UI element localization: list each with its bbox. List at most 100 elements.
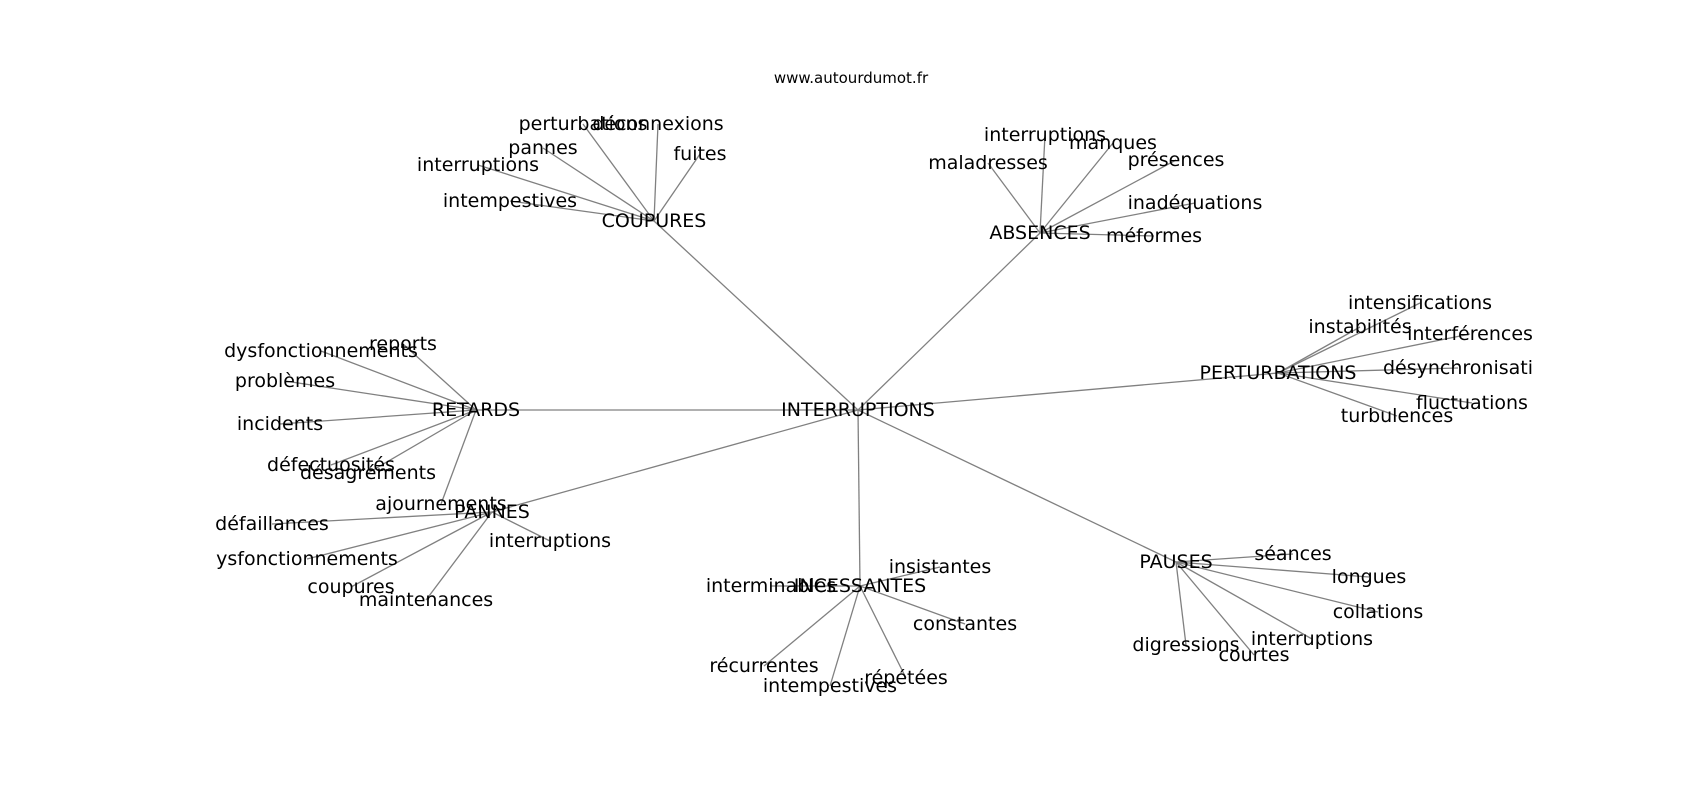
- edge-cluster-to-leaf: [1277, 372, 1473, 404]
- edge-center-to-cluster: [857, 232, 1041, 411]
- edge-cluster-to-leaf: [1175, 561, 1313, 640]
- leaf-node-label: courtes: [1219, 644, 1290, 666]
- leaf-node-label: insistantes: [889, 556, 992, 578]
- leaf-node-label: inadéquations: [1128, 192, 1263, 214]
- leaf-node-label: interruptions: [417, 154, 539, 176]
- leaf-node-label: interruptions: [984, 124, 1106, 146]
- edge-center-to-cluster: [857, 409, 1177, 563]
- leaf-node-label: défectuosités: [267, 454, 395, 476]
- leaf-node-label: interruptions: [489, 530, 611, 552]
- leaf-node-label: interminables: [706, 575, 836, 597]
- leaf-node-label: déconnexions: [592, 113, 723, 135]
- edge-cluster-to-leaf: [987, 162, 1041, 234]
- leaf-node-label: fluctuations: [1416, 392, 1528, 414]
- leaf-node-label: désagréments: [300, 462, 436, 484]
- edge-cluster-to-leaf: [477, 164, 655, 222]
- leaf-node-label: instabilités: [1308, 316, 1411, 338]
- edge-cluster-to-leaf: [859, 566, 941, 587]
- leaf-node-label: maintenances: [359, 589, 493, 611]
- edge-cluster-to-leaf: [1277, 367, 1459, 374]
- leaf-node-label: collations: [1333, 601, 1424, 623]
- leaf-node-label: défaillances: [215, 513, 329, 535]
- edge-cluster-to-leaf: [763, 585, 861, 667]
- leaf-node-label: ajournements: [375, 493, 506, 515]
- leaf-node-label: présences: [1128, 149, 1225, 171]
- edge-center-to-cluster: [857, 372, 1279, 411]
- cluster-node-label: ABSENCES: [989, 222, 1090, 244]
- edge-cluster-to-leaf: [1175, 561, 1187, 646]
- cluster-node-label: RETARDS: [432, 399, 520, 421]
- leaf-node-label: digressions: [1132, 634, 1239, 656]
- edge-cluster-to-leaf: [859, 585, 907, 679]
- leaf-node-label: interférences: [1407, 323, 1533, 345]
- edge-cluster-to-leaf: [440, 409, 477, 505]
- leaf-node-label: incidents: [237, 413, 323, 435]
- edge-center-to-cluster: [653, 220, 859, 411]
- edge-cluster-to-leaf: [1175, 561, 1379, 613]
- edge-cluster-to-leaf: [1175, 561, 1255, 656]
- edge-center-to-cluster: [491, 409, 859, 513]
- leaf-node-label: répétées: [864, 667, 948, 689]
- edge-cluster-to-leaf: [491, 511, 551, 542]
- edge-cluster-to-leaf: [829, 585, 861, 687]
- edge-cluster-to-leaf: [1277, 372, 1398, 417]
- cluster-node-label: INCESSANTES: [794, 575, 926, 597]
- edge-cluster-to-leaf: [653, 123, 659, 222]
- edge-cluster-to-leaf: [330, 409, 477, 466]
- cluster-node-label: COUPURES: [602, 210, 707, 232]
- leaf-node-label: perturbations: [519, 113, 648, 135]
- leaf-node-label: méformes: [1106, 225, 1202, 247]
- leaf-node-label: coupures: [307, 576, 394, 598]
- leaf-node-label: intensifications: [1348, 292, 1492, 314]
- edge-cluster-to-leaf: [402, 343, 477, 411]
- leaf-node-label: interruptions: [1251, 628, 1373, 650]
- edge-cluster-to-leaf: [367, 409, 477, 474]
- leaf-node-label: ysfonctionnements: [216, 548, 398, 570]
- edge-cluster-to-leaf: [306, 511, 493, 560]
- edge-cluster-to-leaf: [284, 380, 477, 411]
- leaf-node-label: manques: [1069, 132, 1157, 154]
- edge-cluster-to-leaf: [425, 511, 493, 601]
- leaf-node-label: turbulences: [1341, 405, 1453, 427]
- leaf-node-label: constantes: [913, 613, 1017, 635]
- edges-layer: [271, 123, 1473, 687]
- leaf-node-label: maladresses: [928, 152, 1048, 174]
- edge-cluster-to-leaf: [1277, 333, 1471, 374]
- leaf-node-label: séances: [1254, 543, 1331, 565]
- edge-center-to-cluster: [857, 409, 861, 587]
- leaf-node-label: récurrentes: [709, 655, 818, 677]
- edge-cluster-to-leaf: [271, 511, 493, 525]
- leaf-node-label: désynchronisati: [1383, 357, 1533, 379]
- edge-cluster-to-leaf: [279, 409, 477, 425]
- edge-cluster-to-leaf: [653, 153, 701, 222]
- edge-cluster-to-leaf: [542, 147, 655, 222]
- edge-cluster-to-leaf: [1175, 561, 1370, 578]
- edge-cluster-to-leaf: [1039, 159, 1177, 234]
- edge-cluster-to-leaf: [1277, 302, 1421, 374]
- edge-cluster-to-leaf: [1039, 232, 1155, 237]
- leaf-node-label: intempestives: [763, 675, 897, 697]
- site-url: www.autourdumot.fr: [774, 69, 929, 87]
- edge-cluster-to-leaf: [509, 200, 655, 222]
- leaf-node-label: reports: [369, 333, 437, 355]
- leaf-node-label: dysfonctionnements: [224, 340, 418, 362]
- leaf-node-label: problèmes: [235, 370, 335, 392]
- edge-cluster-to-leaf: [1039, 142, 1114, 234]
- edge-cluster-to-leaf: [859, 585, 966, 625]
- edge-cluster-to-leaf: [1277, 326, 1361, 374]
- cluster-node-label: PANNES: [454, 501, 530, 523]
- edge-cluster-to-leaf: [1039, 202, 1196, 234]
- leaf-node-label: pannes: [508, 137, 577, 159]
- edge-cluster-to-leaf: [1175, 553, 1294, 563]
- leaf-node-label: longues: [1332, 566, 1407, 588]
- edge-cluster-to-leaf: [1039, 134, 1046, 234]
- edge-cluster-to-leaf: [320, 350, 477, 411]
- center-node-label: INTERRUPTIONS: [781, 399, 935, 421]
- leaf-node-label: intempestives: [443, 190, 577, 212]
- edge-cluster-to-leaf: [582, 123, 655, 222]
- edge-cluster-to-leaf: [350, 511, 493, 588]
- cluster-node-label: PERTURBATIONS: [1200, 362, 1357, 384]
- cluster-node-label: PAUSES: [1139, 551, 1212, 573]
